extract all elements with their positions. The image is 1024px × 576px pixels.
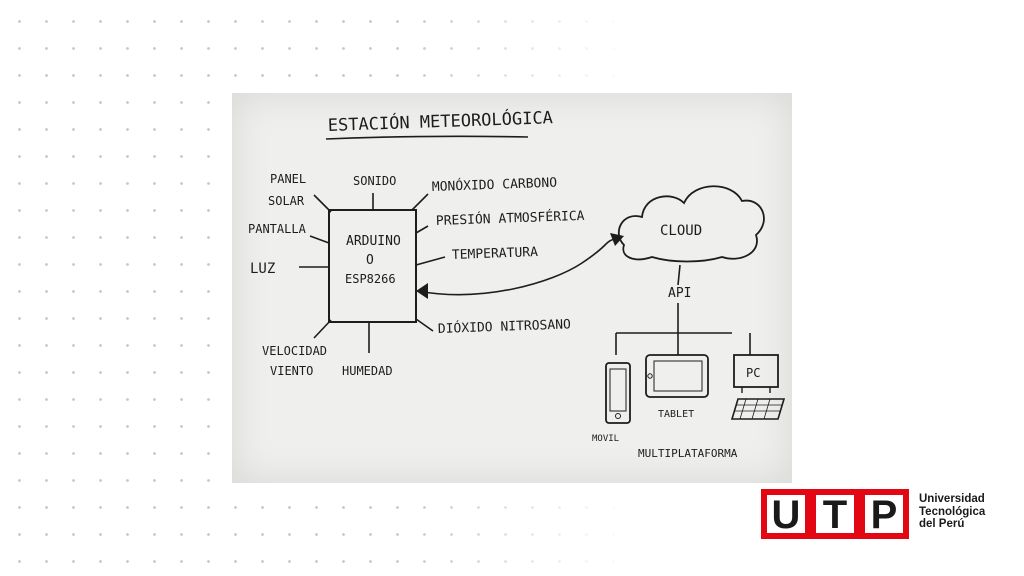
university-name-line-1: Universidad [919,493,985,505]
label-velocidad: VELOCIDAD [262,344,327,358]
diagram-photo: ESTACIÓN METEOROLÓGICA ARDUINO O ESP8266 [232,93,792,483]
hand-drawn-diagram: ESTACIÓN METEOROLÓGICA ARDUINO O ESP8266 [248,106,786,460]
label-api: API [668,286,691,301]
logo-letter-t: T [816,495,854,535]
label-tablet: TABLET [658,409,694,420]
label-pantalla: PANTALLA [248,222,307,236]
label-humedad: HUMEDAD [342,364,393,378]
university-name-line-3: del Perú [919,518,965,530]
monitor-icon [733,354,779,388]
keyboard-icon [730,398,786,420]
controller-line-1: ARDUINO [346,234,401,249]
logo-letter-u: U [767,495,805,535]
utp-logo: U T P Universidad Tecnológica del Perú [761,489,993,539]
label-viento: VIENTO [270,364,313,378]
label-sonido: SONIDO [353,174,396,188]
label-temperatura: TEMPERATURA [452,245,539,263]
university-name: Universidad Tecnológica del Perú [919,493,999,531]
label-solar: SOLAR [268,194,305,208]
logo-box: U T P [761,489,909,539]
label-panel: PANEL [270,172,306,186]
label-luz: LUZ [250,261,275,277]
logo-letter-p: P [865,495,903,535]
sensor-connectors [299,193,751,355]
cloud-icon [618,185,765,263]
title-underline [325,135,529,140]
label-presion: PRESIÓN ATMOSFÉRICA [436,208,585,229]
label-movil: MOVIL [592,434,619,444]
label-pc: PC [746,366,760,380]
mobile-icon [605,362,631,424]
label-monoxido: MONÓXIDO CARBONO [432,175,558,195]
controller-line-3: ESP8266 [345,272,396,286]
controller-line-2: O [366,253,374,268]
tablet-icon [645,354,709,398]
diagram-title: ESTACIÓN METEOROLÓGICA [327,106,553,136]
university-name-line-2: Tecnológica [919,505,986,518]
arrow-to-cloud-icon [610,233,624,246]
label-multiplataforma: MULTIPLATAFORMA [638,447,738,460]
label-dioxido: DIÓXIDO NITROSANO [438,316,572,337]
arrow-to-controller-icon [416,283,428,299]
cloud-connection-line [417,237,618,296]
label-cloud: CLOUD [660,223,702,239]
